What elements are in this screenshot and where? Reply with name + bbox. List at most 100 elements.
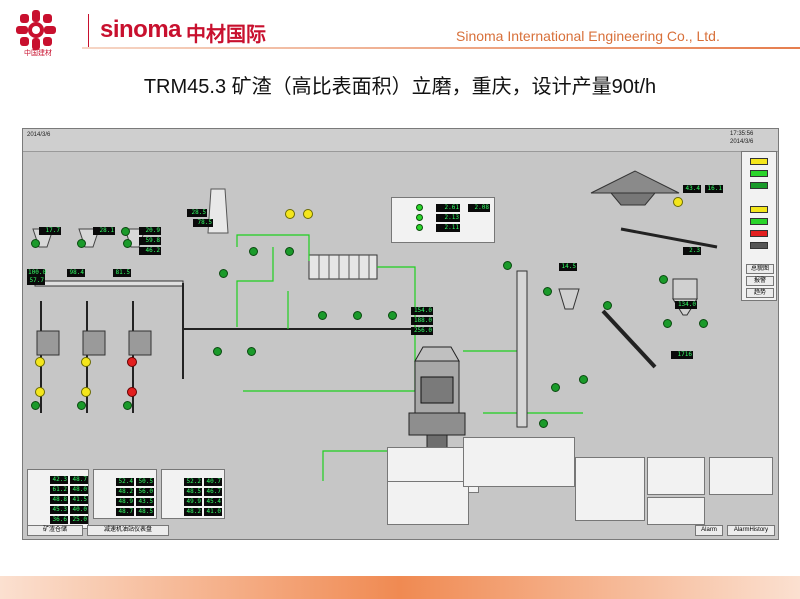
bin-level: 100.0 [27,269,47,277]
mill-value: 188.0 [411,317,433,325]
logo-chinese-text: 中材国际 [186,24,266,46]
bucket-elevator [516,270,528,428]
motor-icon[interactable] [603,301,612,310]
mill-parameter-panel: 2.61 2.13 2.11 2.08 [391,197,495,243]
motor-icon[interactable] [31,401,40,410]
product-bin [558,288,580,310]
product-panel [575,457,645,521]
table-cell: 61.2 [50,486,68,494]
fan-status-panel-2 [647,497,705,525]
motor-icon[interactable] [699,319,708,328]
mill-value: 2.08 [468,204,490,212]
motor-icon[interactable] [213,347,222,356]
motor-icon[interactable] [249,247,258,256]
table-cell: 52.4 [116,478,134,486]
table-cell: 49.9 [184,498,202,506]
right-value: 1716 [671,351,693,359]
legend-swatch [750,206,768,213]
right-value: 2.3 [683,247,701,255]
table-cell: 46.7 [204,488,222,496]
motor-icon[interactable] [123,401,132,410]
table-cell: 48.7 [70,476,88,484]
status-indicator-yellow [81,387,91,397]
motor-icon[interactable] [503,261,512,270]
data-table-b: 52.4 50.5 48.2 56.0 48.9 43.5 48.7 48.5 [93,469,157,519]
data-table-c: 52.2 40.7 48.5 46.7 49.9 45.4 48.2 41.0 [161,469,225,519]
trend-button[interactable]: 趋势 [746,288,774,298]
motor-icon[interactable] [543,287,552,296]
company-name: Sinoma International Engineering Co., Lt… [456,28,720,44]
hmi-time: 17:35:56 [730,131,754,137]
status-indicator-yellow [285,209,295,219]
motor-icon[interactable] [123,239,132,248]
right-value: 134.0 [675,301,697,309]
feeder-value: 78.5 [193,219,213,227]
data-table-a: 42.3 48.7 61.2 48.0 48.8 41.5 45.3 40.0 … [27,469,89,529]
feeder-value: 28.1 [93,227,115,235]
table-cell: 41.5 [70,496,88,504]
feeder-value: 46.2 [139,247,161,255]
bag-filter [308,254,378,280]
table-cell: 43.5 [136,498,154,506]
motor-icon[interactable] [353,311,362,320]
table-cell: 40.7 [204,478,222,486]
alarm-side-button[interactable]: 报警 [746,276,774,286]
motor-icon[interactable] [539,419,548,428]
slag-storage-button[interactable]: 矿渣仓储 [27,525,83,536]
motor-icon[interactable] [219,269,228,278]
mill-value: 2.61 [436,204,460,212]
chimney [207,188,229,234]
slag-pile [590,170,680,194]
motor-icon[interactable] [551,383,560,392]
motor-icon[interactable] [247,347,256,356]
bin-level: 81.5 [113,269,131,277]
table-cell: 45.4 [204,498,222,506]
motor-icon[interactable] [388,311,397,320]
sinoma-logo-icon [16,10,56,50]
motor-icon[interactable] [77,401,86,410]
alarm-button[interactable]: Alarm [695,525,723,536]
motor-icon[interactable] [659,275,668,284]
legend-swatch [750,170,768,177]
motor-icon[interactable] [579,375,588,384]
hmi-topbar: 2014/3/6 17:35:56 2014/3/6 [23,129,778,152]
table-cell: 25.0 [70,516,88,524]
status-indicator-yellow [303,209,313,219]
motor-icon[interactable] [318,311,327,320]
motor-icon[interactable] [77,239,86,248]
hmi-screen: 2014/3/6 17:35:56 2014/3/6 [22,128,779,540]
right-value: 14.5 [559,263,577,271]
bin-level: 98.4 [67,269,85,277]
legend-swatch [750,242,768,249]
motor-icon[interactable] [663,319,672,328]
bin-level: 57.7 [27,277,45,285]
mill-value: 2.11 [436,224,460,232]
motor-icon[interactable] [121,227,130,236]
status-dot [416,214,423,221]
gearbox-oil-station-button[interactable]: 减速机油站仪表盘 [87,525,169,536]
bin-level: 28.5 [187,209,207,217]
alarm-history-button[interactable]: AlarmHistory [727,525,775,536]
fan-panel [387,481,469,525]
right-value: 43.4 [683,185,701,193]
table-cell: 48.5 [184,488,202,496]
table-cell: 40.0 [70,506,88,514]
overview-button[interactable]: 总貌图 [746,264,774,274]
logo-divider [88,14,89,48]
table-cell: 41.0 [204,508,222,516]
legend-swatch [750,182,768,189]
table-cell: 48.2 [184,508,202,516]
belt-conveyor [34,280,184,287]
motor-icon[interactable] [285,247,294,256]
status-indicator-yellow [673,197,683,207]
mill-value: 256.0 [411,327,433,335]
table-cell: 48.0 [70,486,88,494]
status-dot [416,204,423,211]
process-flow-diagram [32,170,718,481]
table-cell: 48.8 [50,496,68,504]
motor-icon[interactable] [31,239,40,248]
table-cell: 48.9 [116,498,134,506]
slide-header: 中国建材 sinoma 中材国际 Sinoma International En… [0,0,800,68]
status-indicator-yellow [35,357,45,367]
table-cell: 45.3 [50,506,68,514]
